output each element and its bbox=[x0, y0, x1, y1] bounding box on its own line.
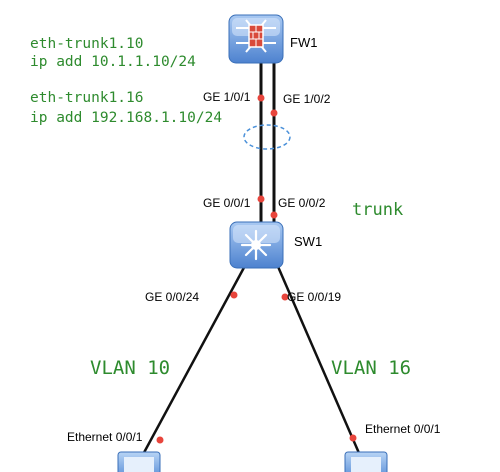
port-dot-sw-ge002 bbox=[270, 211, 278, 219]
config-subif-2-ip: ip add 192.168.1.10/24 bbox=[30, 110, 222, 126]
config-subif-2-name: eth-trunk1.16 bbox=[30, 90, 144, 106]
port-dot-fw-ge101 bbox=[257, 94, 265, 102]
port-label-pc-left-eth: Ethernet 0/0/1 bbox=[67, 430, 143, 444]
firewall-icon[interactable] bbox=[228, 14, 284, 64]
pc-icon[interactable] bbox=[344, 451, 388, 472]
port-label-sw-ge002: GE 0/0/2 bbox=[278, 196, 326, 210]
layer3-switch-icon[interactable] bbox=[229, 221, 284, 269]
config-subif-1-name: eth-trunk1.10 bbox=[30, 36, 144, 52]
port-dot-pc-left-eth bbox=[156, 436, 164, 444]
link-sw-pc-right bbox=[274, 261, 364, 461]
port-label-fw-ge101: GE 1/0/1 bbox=[203, 90, 251, 104]
port-dot-sw-ge0019 bbox=[281, 293, 289, 301]
device-name-fw1: FW1 bbox=[290, 35, 317, 50]
config-subif-1-ip: ip add 10.1.1.10/24 bbox=[30, 54, 196, 70]
eth-trunk-bundle-ellipse bbox=[243, 124, 291, 150]
port-dot-sw-ge0024 bbox=[230, 291, 238, 299]
port-dot-sw-ge001 bbox=[257, 195, 265, 203]
port-label-sw-ge0019: GE 0/0/19 bbox=[287, 290, 341, 304]
port-label-fw-ge102: GE 1/0/2 bbox=[283, 92, 331, 106]
port-dots bbox=[156, 94, 357, 444]
links bbox=[138, 62, 364, 461]
port-dot-pc-right-eth bbox=[349, 434, 357, 442]
port-label-sw-ge0024: GE 0/0/24 bbox=[145, 290, 199, 304]
pc-icon[interactable] bbox=[117, 451, 161, 472]
vlan-16-label: VLAN 16 bbox=[331, 357, 411, 379]
port-label-pc-right-eth: Ethernet 0/0/1 bbox=[365, 422, 441, 436]
vlan-10-label: VLAN 10 bbox=[90, 357, 170, 379]
port-label-sw-ge001: GE 0/0/1 bbox=[203, 196, 251, 210]
trunk-label: trunk bbox=[352, 200, 403, 220]
link-sw-pc-left bbox=[138, 261, 249, 461]
device-name-sw1: SW1 bbox=[294, 234, 322, 249]
port-dot-fw-ge102 bbox=[270, 109, 278, 117]
